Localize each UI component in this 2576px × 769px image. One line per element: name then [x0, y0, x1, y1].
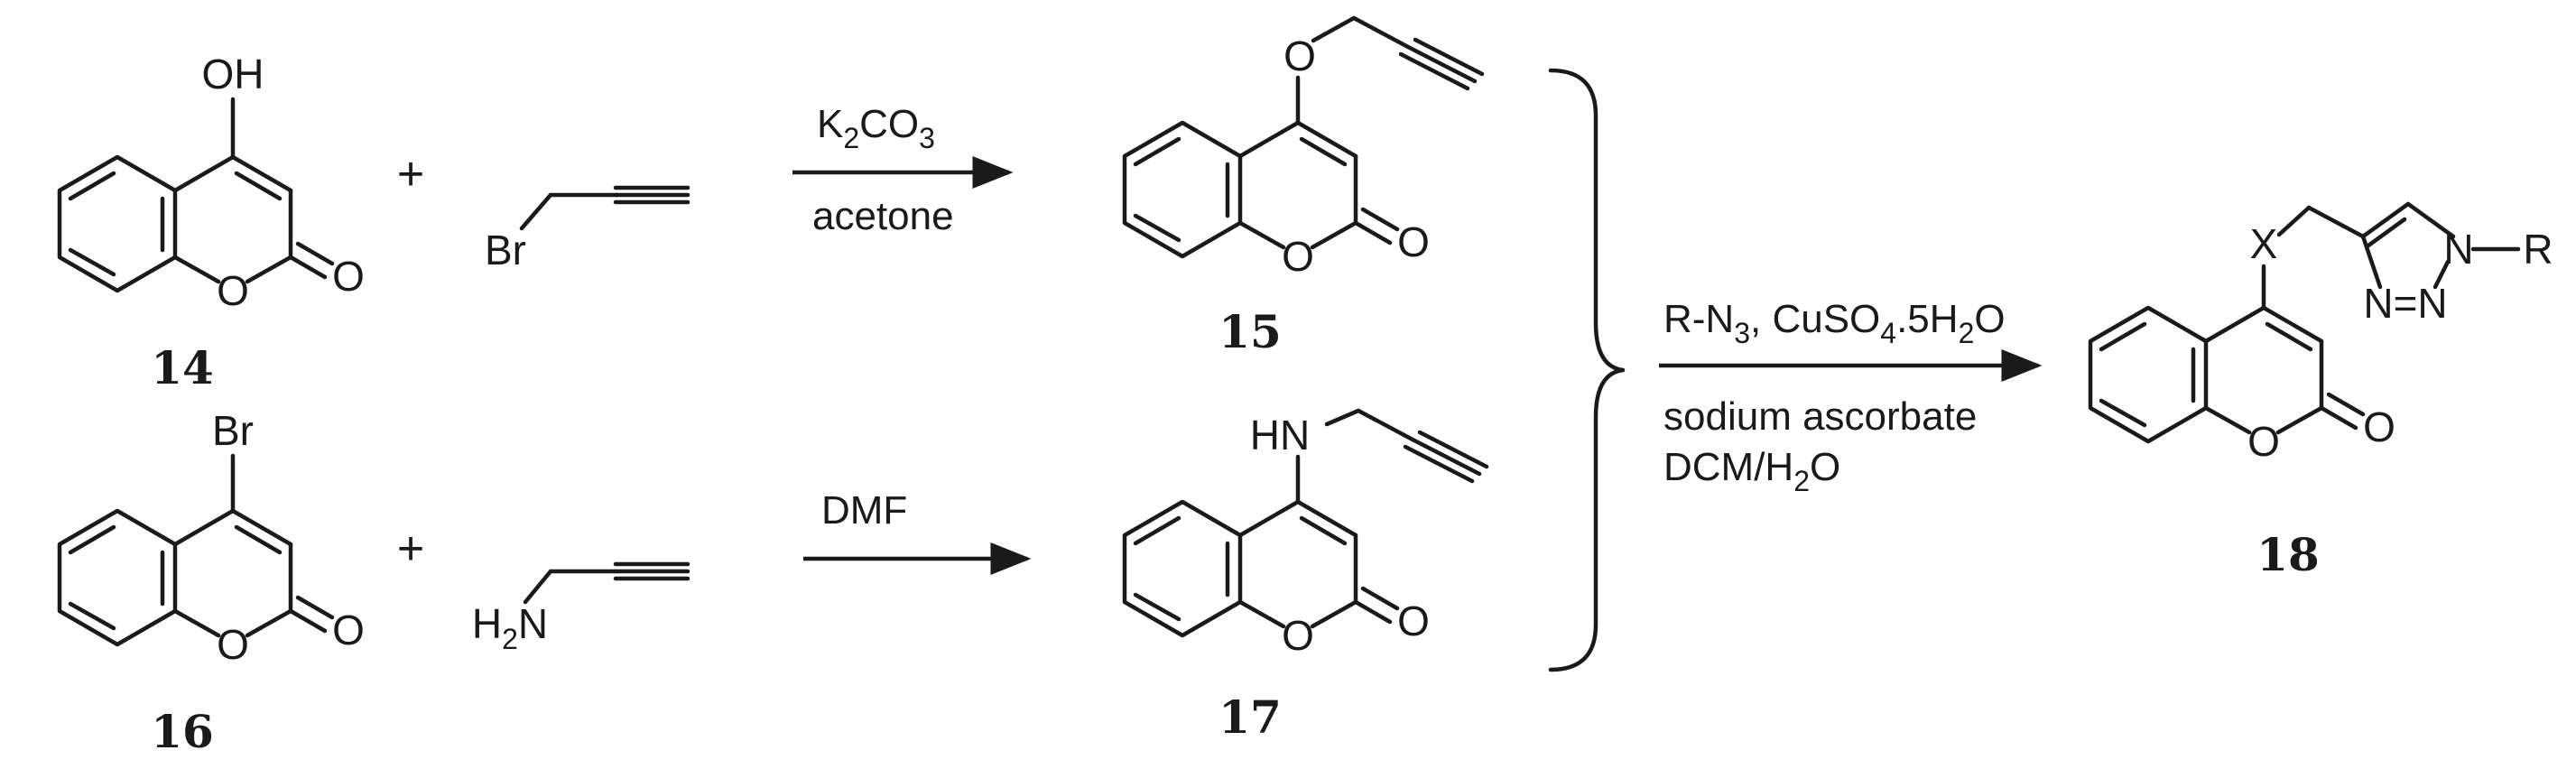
compound-18-structure: X N N=N R O O — [2088, 201, 2553, 465]
compound-14-structure: OH O O — [57, 51, 365, 314]
atom-ring-o: O — [217, 621, 249, 668]
condition-dmf: DMF — [821, 488, 907, 533]
condition-solvent: DCM/H2O — [1663, 445, 1840, 497]
compound-16-structure: Br O O — [57, 407, 365, 668]
propargyl-bromide-structure: Br — [485, 185, 690, 273]
plus-sign-top: + — [397, 148, 424, 200]
atom-ring-o: O — [217, 267, 249, 314]
curly-brace — [1548, 68, 1626, 672]
atom-carbonyl-o: O — [332, 607, 365, 653]
reaction-arrow-1: K2CO3 acetone — [792, 102, 1014, 238]
propargylamine-structure: H2N — [472, 561, 690, 655]
atom-triazole-n-eq-n: N=N — [2363, 280, 2447, 327]
compound-number-14: 14 — [151, 341, 214, 394]
condition-k2co3: K2CO3 — [817, 102, 935, 154]
atom-h2n: H2N — [472, 600, 548, 655]
atom-carbonyl-o: O — [1397, 218, 1430, 265]
atom-r: R — [2523, 226, 2553, 273]
atom-br: Br — [485, 227, 526, 273]
compound-number-16: 16 — [151, 705, 214, 758]
atom-ring-o: O — [1282, 612, 1314, 659]
condition-sodium-ascorbate: sodium ascorbate — [1663, 394, 1977, 439]
compound-17-structure: HN O O — [1122, 408, 1489, 659]
condition-azide-copper: R-N3, CuSO4.5H2O — [1663, 297, 2006, 349]
atom-carbonyl-o: O — [2363, 403, 2395, 450]
compound-number-15: 15 — [1219, 305, 1282, 358]
atom-carbonyl-o: O — [1397, 598, 1430, 644]
atom-ring-o: O — [1282, 233, 1314, 280]
condition-acetone: acetone — [812, 194, 954, 238]
atom-ether-o: O — [1283, 32, 1316, 79]
atom-br: Br — [212, 407, 254, 454]
atom-ring-o: O — [2247, 418, 2280, 465]
atom-carbonyl-o: O — [332, 253, 365, 300]
compound-number-17: 17 — [1219, 690, 1282, 744]
reaction-arrow-3: R-N3, CuSO4.5H2O sodium ascorbate DCM/H2… — [1659, 297, 2043, 497]
compound-15-structure: O O O — [1122, 15, 1485, 280]
atom-oh: OH — [202, 51, 264, 97]
atom-hn: HN — [1250, 412, 1310, 459]
plus-sign-bottom: + — [397, 523, 424, 575]
compound-number-18: 18 — [2256, 528, 2320, 581]
reaction-arrow-2: DMF — [803, 488, 1032, 575]
atom-x: X — [2250, 220, 2278, 267]
atom-triazole-n1: N — [2443, 226, 2473, 273]
